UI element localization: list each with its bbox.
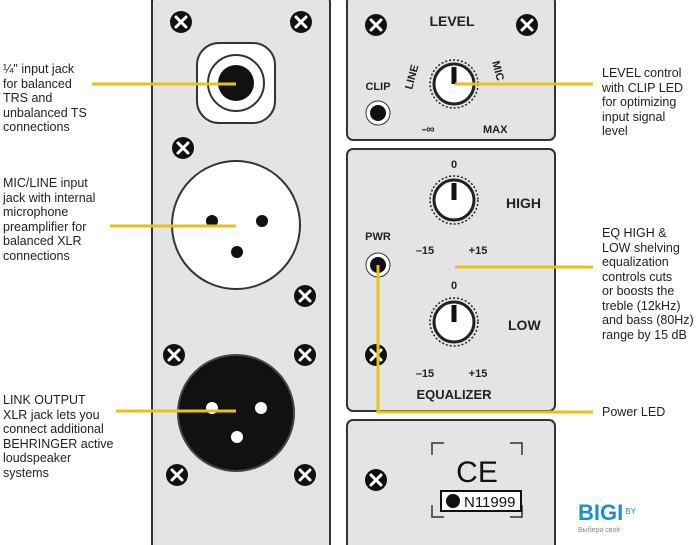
watermark-suffix: BY: [625, 507, 636, 516]
watermark-brand: BIGI: [578, 500, 624, 525]
cert-box: [440, 490, 522, 512]
min-label: -∞: [422, 122, 435, 136]
screw-icon: [161, 342, 187, 368]
cert-number: N11999: [464, 494, 515, 511]
level-label: LEVEL: [429, 13, 475, 29]
high-label: HIGH: [506, 195, 541, 211]
pwr-label: PWR: [365, 231, 391, 243]
screw-icon: [292, 342, 318, 368]
high-zero-label: 0: [451, 159, 457, 171]
clip-label: CLIP: [365, 81, 390, 93]
leader-lines: [92, 82, 593, 414]
screw-icon: [363, 342, 389, 368]
screw-icon: [292, 283, 318, 309]
ce-mark: CE: [456, 456, 498, 489]
screw-icon: [168, 9, 194, 35]
callout-power-led: Power LED: [602, 405, 666, 419]
screw-icon: [164, 462, 190, 488]
screw-icon: [170, 135, 196, 161]
clip-led: [370, 105, 386, 121]
watermark-tagline: Выбери своё: [578, 527, 621, 534]
screw-icon: [288, 9, 314, 35]
max-label: MAX: [483, 124, 508, 136]
screw-icon: [363, 12, 389, 38]
mic-label: MIC: [489, 60, 506, 83]
screw-icon: [514, 12, 540, 38]
screw-icon: [292, 462, 318, 488]
high-plus-label: +15: [469, 245, 488, 257]
low-minus-label: –15: [416, 368, 434, 380]
cert-frame: [431, 442, 523, 518]
cert-icon: [446, 494, 460, 508]
screw-icon: [363, 467, 389, 493]
low-zero-label: 0: [451, 280, 457, 292]
low-label: LOW: [508, 317, 541, 333]
xlr-output-jack: [177, 354, 295, 472]
low-plus-label: +15: [469, 368, 488, 380]
high-minus-label: –15: [416, 245, 434, 257]
equalizer-label: EQUALIZER: [416, 387, 492, 402]
cert-panel: [346, 419, 556, 545]
